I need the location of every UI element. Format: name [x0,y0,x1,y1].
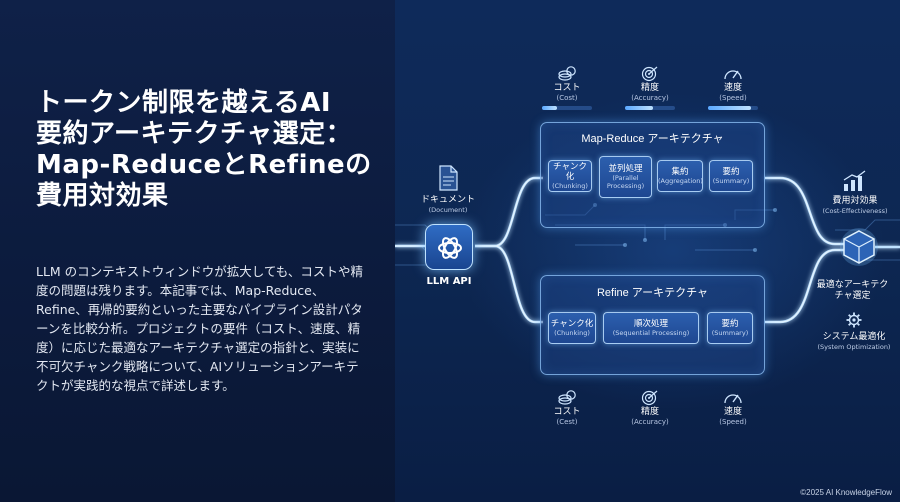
metric-sub-label: (Cost) [556,94,578,102]
optimal-label-wrap: 最適なアーキテク チャ選定 [805,280,900,302]
document-label: ドキュメント [420,195,475,205]
step-label: チャンク化 [550,319,594,329]
system-optimization-node: システム最適化 (System Optimization) [808,312,900,351]
step-sub-label: (Summary) [711,329,749,337]
growth-chart-icon [843,170,866,191]
copyright-footer: ©2025 AI KnowledgeFlow [800,488,892,497]
document-sub-label: (Document) [428,206,468,214]
step-sub-label: (Summary) [712,177,750,185]
step-sub-label: (Chunking) [554,329,590,337]
step-label: 並列処理 [608,164,643,174]
metric-sub-label: (Cest) [556,418,578,426]
step-parallel-processing: 並列処理 (Parallel Processing) [599,156,652,198]
accuracy-level-bar [625,106,675,110]
metric-cost-top: コスト (Cost) [532,66,602,110]
metric-sub-label: (Accuracy) [631,418,669,426]
metric-accuracy-bottom: 精度 (Accuracy) [615,390,685,427]
llm-api-node [425,224,473,270]
map-reduce-title: Map-Reduce アーキテクチャ [581,133,724,145]
metric-sub-label: (Speed) [719,418,747,426]
step-summary: 要約 (Summary) [709,160,753,192]
step-chunking: チャンク化 (Chunking) [548,312,596,344]
cube-icon [840,228,878,266]
map-reduce-panel: Map-Reduce アーキテクチャ チャンク化 (Chunking) 並列処理… [540,122,765,228]
metric-label: 精度 [640,407,659,417]
step-sub-label: (Sequential Processing) [612,329,690,337]
system-optimization-sub-label: (System Optimization) [817,343,891,351]
llm-api-label-wrap: LLM API [415,276,483,287]
cost-effectiveness-label: 費用対効果 [832,196,878,206]
metric-accuracy-top: 精度 (Accuracy) [615,66,685,110]
metric-speed-bottom: 速度 (Speed) [698,390,768,427]
metric-speed-top: 速度 (Speed) [698,66,768,110]
gear-icon [846,312,862,328]
step-label: 順次処理 [633,319,668,329]
optimal-label-line-1: 最適なアーキテク [816,280,889,290]
refine-title: Refine アーキテクチャ [596,287,709,299]
optimal-label-line-2: チャ選定 [834,291,871,301]
llm-logo-icon [438,237,462,259]
metric-label: コスト [553,83,581,93]
cost-level-bar [542,106,592,110]
document-node: ドキュメント (Document) [413,165,483,214]
step-sequential-processing: 順次処理 (Sequential Processing) [603,312,699,344]
step-label: チャンク化 [553,162,587,182]
metric-label: 速度 [723,83,742,93]
step-label: 集約 [671,167,689,177]
description: LLM のコンテキストウィンドウが拡大しても、コストや精度の問題は残ります。本記… [36,264,363,393]
title-line-1: トークン制限を越えるAI [36,88,332,118]
metric-cost-bottom: コスト (Cest) [532,390,602,427]
step-summary: 要約 (Summary) [707,312,753,344]
system-optimization-label: システム最適化 [822,332,886,342]
refine-panel: Refine アーキテクチャ チャンク化 (Chunking) 順次処理 (Se… [540,275,765,375]
step-label: 要約 [722,167,740,177]
page-title: トークン制限を越えるAI 要約アーキテクチャ選定： Map-ReduceとRef… [36,88,376,212]
text-panel: トークン制限を越えるAI 要約アーキテクチャ選定： Map-ReduceとRef… [0,0,395,502]
step-chunking: チャンク化 (Chunking) [548,160,592,192]
speedometer-icon [724,70,742,80]
cost-effectiveness-sub-label: (Cost-Effectiveness) [822,207,888,215]
target-icon [641,66,658,82]
target-icon [641,390,658,406]
metric-sub-label: (Speed) [719,94,747,102]
step-aggregation: 集約 (Aggregation) [657,160,703,192]
architecture-illustration: コスト (Cost) 精度 (Accuracy) 速度 (Speed) ドキュメ… [395,0,900,502]
title-line-4: 費用対効果 [36,181,169,211]
metric-sub-label: (Accuracy) [631,94,669,102]
metric-label: 速度 [723,407,742,417]
step-label: 要約 [721,319,739,329]
cost-effectiveness-node: 費用対効果 (Cost-Effectiveness) [815,170,895,215]
optimal-node [839,226,879,268]
coin-icon [558,66,576,81]
metric-label: 精度 [640,83,659,93]
title-line-3: Map-ReduceとRefineの [36,150,372,180]
document-icon [439,165,458,191]
speed-level-bar [708,106,758,110]
step-sub-label: (Aggregation) [658,177,703,185]
step-sub-label: (Chunking) [552,182,588,190]
title-line-2: 要約アーキテクチャ選定： [36,119,353,149]
step-sub-label: (Parallel Processing) [606,174,645,190]
llm-api-label: LLM API [426,276,472,287]
speedometer-icon [724,394,742,404]
metric-label: コスト [553,407,581,417]
coin-icon [558,390,576,405]
